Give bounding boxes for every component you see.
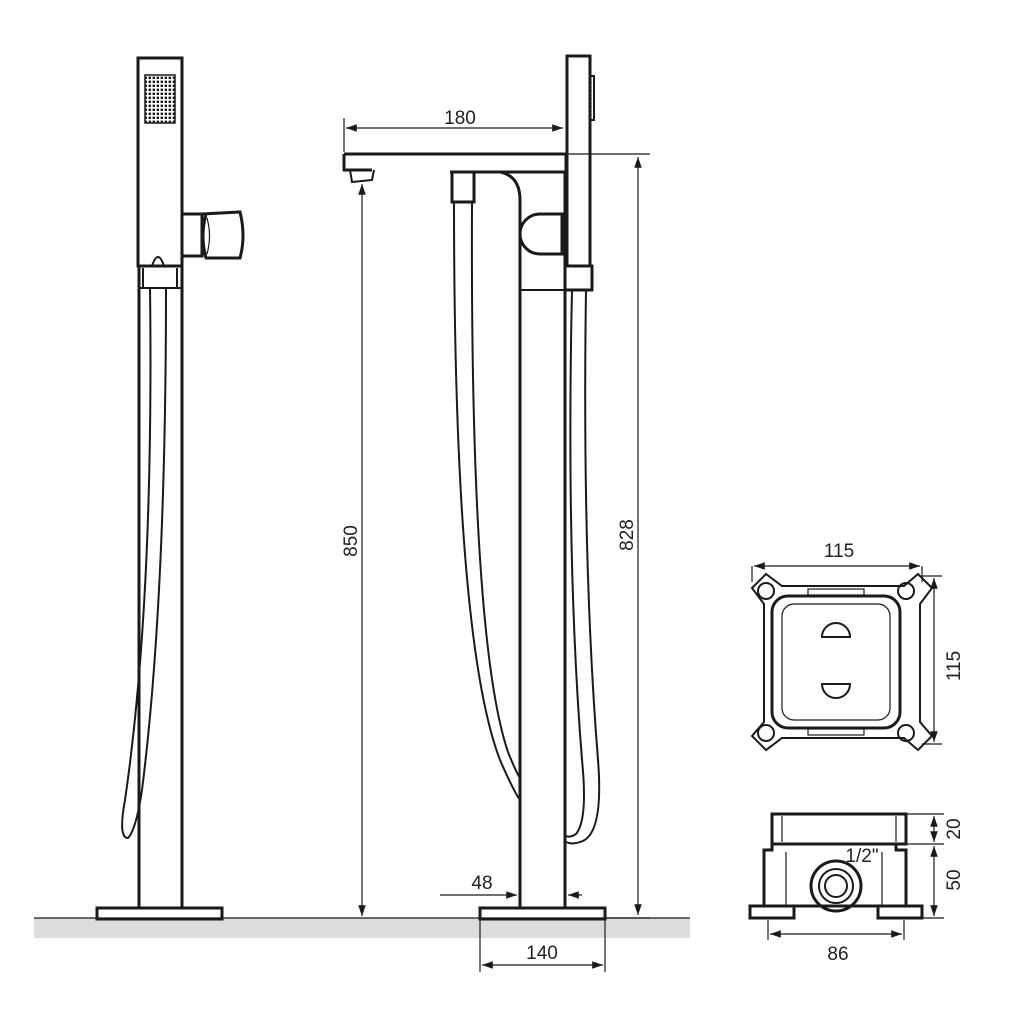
dim-spout-reach: 180 xyxy=(444,108,476,129)
dim-box-depth-bottom: 50 xyxy=(944,869,965,890)
box-side-view: 1/2" 20 50 86 xyxy=(748,812,965,965)
dim-pipe-diameter: 48 xyxy=(471,873,492,894)
dim-box-base-width: 86 xyxy=(827,944,848,965)
floor xyxy=(34,918,690,938)
dim-box-width: 115 xyxy=(824,541,854,562)
shower-head-face xyxy=(144,74,176,124)
front-view: 180 850 828 48 140 xyxy=(341,54,650,972)
side-view xyxy=(95,56,245,921)
dim-box-depth-top: 20 xyxy=(944,818,965,839)
dim-box-height: 115 xyxy=(944,651,965,681)
dim-base-width: 140 xyxy=(526,943,558,964)
thread-size-label: 1/2" xyxy=(845,846,878,867)
dim-overall-height: 850 xyxy=(341,525,362,557)
box-top-view: 115 115 xyxy=(750,541,965,752)
dim-spout-height: 828 xyxy=(617,519,638,551)
